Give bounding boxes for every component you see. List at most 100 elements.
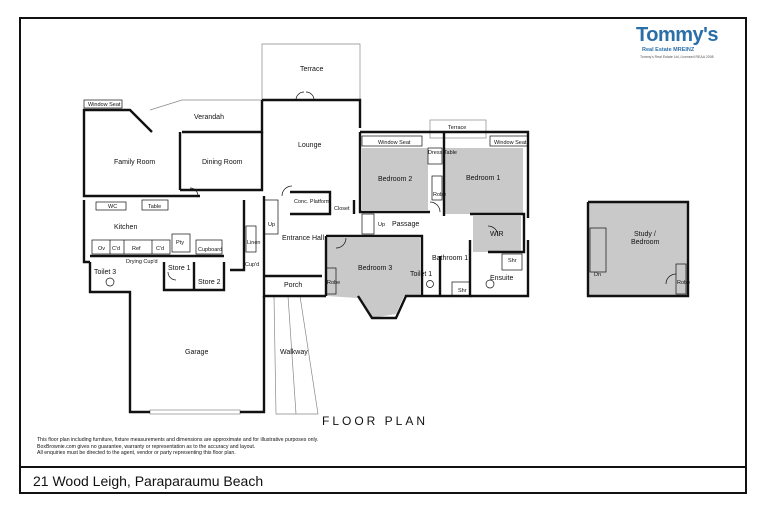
wall-dining-south — [180, 132, 264, 192]
disclaimer-line: This floor plan including furniture, fix… — [37, 437, 319, 443]
bedroom-2-shade — [362, 148, 428, 210]
wall-bay — [356, 294, 422, 320]
label-window-seat-bed2: Window Seat — [378, 140, 411, 146]
bedroom-1-shade — [445, 148, 523, 214]
label-study-1: Study / — [634, 231, 656, 238]
label-verandah: Verandah — [194, 114, 224, 121]
label-robe-study: Robe — [677, 280, 690, 286]
disclaimer: This floor plan including furniture, fix… — [37, 437, 457, 457]
wall-wir — [470, 212, 526, 254]
plan-title: FLOOR PLAN — [322, 414, 429, 428]
label-store-2: Store 2 — [198, 279, 221, 286]
wall-lounge — [262, 98, 362, 128]
wall-bedroom2 — [358, 132, 430, 214]
label-cupd: Cup'd — [245, 262, 259, 268]
wc-box — [95, 201, 127, 211]
label-cd2: C'd — [156, 246, 164, 252]
wall-west-family — [82, 150, 200, 198]
window-seat-bed2 — [361, 135, 423, 147]
wall-entrance-west — [230, 200, 246, 272]
robe-b1 — [431, 175, 443, 201]
shower-2 — [501, 253, 523, 271]
wall-study — [586, 200, 690, 298]
dress-table — [427, 147, 443, 165]
stair-passage — [361, 213, 375, 235]
door-swing-1 — [189, 187, 199, 197]
label-family-room: Family Room — [114, 159, 155, 166]
wall-passage-south — [326, 234, 424, 296]
label-ensuite: Ensuite — [490, 275, 513, 282]
label-porch: Porch — [284, 282, 302, 289]
shower-1 — [451, 281, 471, 297]
wall-garage-south — [240, 296, 266, 414]
label-wir: WIR — [490, 231, 504, 238]
label-closet: Closet — [334, 206, 350, 212]
verandah-diag — [149, 99, 183, 111]
label-table: Table — [148, 204, 161, 210]
ensuite-basin — [485, 279, 495, 289]
linen — [245, 225, 257, 253]
label-cd1: C'd — [112, 246, 120, 252]
pantry — [171, 233, 191, 253]
label-wc: WC — [108, 204, 117, 210]
window-seat-left — [83, 99, 123, 109]
door-swing-2 — [281, 185, 293, 197]
label-window-seat-bed1: Window Seat — [494, 140, 527, 146]
label-ov: Ov — [98, 246, 105, 252]
label-linen: Linen — [247, 240, 260, 246]
wir-shade — [473, 216, 521, 252]
stair-entrance — [263, 199, 279, 235]
label-window-seat-left: Window Seat — [88, 102, 121, 108]
walkway-line — [287, 295, 297, 415]
label-bedroom-2: Bedroom 2 — [378, 176, 412, 183]
label-bedroom-1: Bedroom 1 — [466, 175, 500, 182]
label-drying-cupd: Drying Cup'd — [126, 259, 158, 265]
robe-b3 — [325, 267, 337, 295]
door-swing-8 — [295, 91, 305, 101]
toilet-1-bowl — [426, 280, 434, 288]
label-passage: Passage — [392, 221, 419, 228]
label-up-1: Up — [268, 222, 275, 228]
door-swing-4 — [487, 225, 499, 237]
address-bar: 21 Wood Leigh, Paraparaumu Beach — [19, 466, 747, 494]
wall-west-upper — [82, 108, 153, 150]
brand-name: Tommy's — [636, 24, 719, 46]
room-labels: Terrace Window Seat Verandah Lounge Fami… — [88, 66, 690, 356]
label-toilet-3: Toilet 3 — [94, 269, 116, 276]
stair-study — [589, 227, 607, 273]
label-bathroom-1: Bathroom 1 — [432, 255, 468, 262]
label-garage: Garage — [185, 349, 208, 356]
label-terrace-small: Terrace — [448, 125, 466, 131]
cupboard — [195, 239, 223, 255]
brand-subtitle: Real Estate MREINZ — [642, 47, 695, 53]
brand-tagline: Tommy's Real Estate Ltd, Licensed REAA 2… — [640, 55, 714, 59]
label-ref: Ref — [132, 246, 141, 252]
label-up-2: Up — [378, 222, 385, 228]
toilet-3-bowl — [105, 277, 115, 287]
label-shr-1: Shr — [458, 288, 467, 294]
garage-door-outline — [149, 409, 241, 415]
label-store-1: Store 1 — [168, 265, 191, 272]
label-walkway: Walkway — [280, 349, 308, 356]
label-dn: Dn — [594, 272, 601, 278]
label-study-2: Bedroom — [631, 239, 660, 246]
wall-kitchen — [82, 200, 90, 264]
window-seat-bed1 — [489, 135, 529, 147]
label-conc-platform: Conc. Platform — [294, 199, 331, 205]
table — [141, 199, 169, 211]
label-entrance-hall: Entrance Hall — [282, 235, 324, 242]
label-bedroom-3: Bedroom 3 — [358, 265, 392, 272]
agency-logo: Tommy's Real Estate MREINZ Tommy's Real … — [636, 24, 744, 64]
door-swing-5 — [335, 237, 347, 249]
label-robe-b1: Robe — [433, 192, 446, 198]
label-pty: Pty — [176, 240, 184, 246]
label-dining-room: Dining Room — [202, 159, 243, 166]
bedroom-3-shade — [326, 238, 420, 318]
wall-kitchen-south — [88, 262, 150, 414]
label-toilet-1: Toilet 1 — [410, 271, 432, 278]
disclaimer-line: BoxBrownie.com gives no guarantee, warra… — [37, 443, 256, 450]
label-cupboard: Cupboard — [198, 247, 222, 253]
wall-entrance — [262, 196, 326, 298]
label-kitchen: Kitchen — [114, 224, 137, 231]
